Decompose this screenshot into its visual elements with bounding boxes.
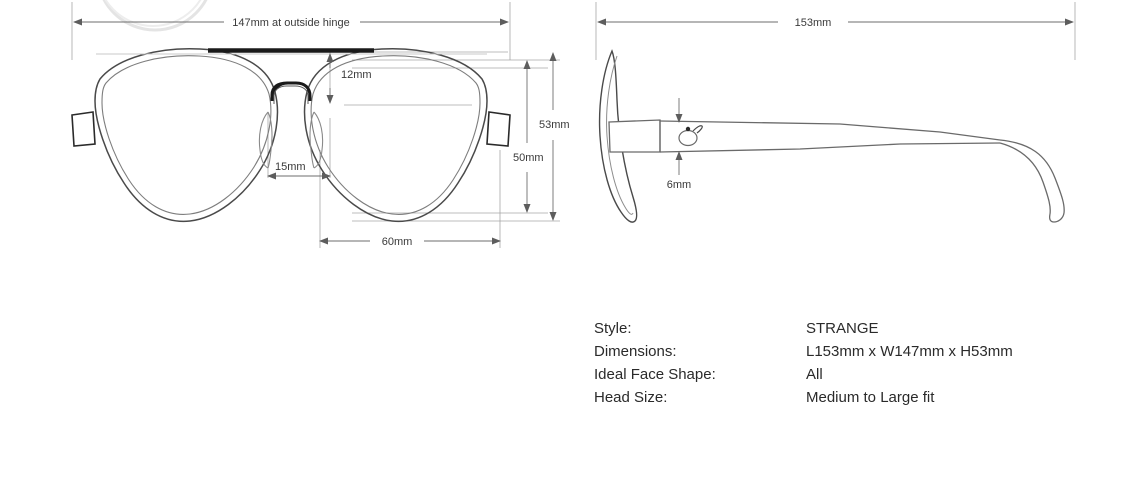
dim-temple-thickness: 6mm xyxy=(667,98,691,191)
side-view-group: 153mm 6mm xyxy=(595,2,1076,223)
front-extension-lines xyxy=(71,2,560,248)
dim-label-overall-width: 147mm at outside hinge xyxy=(232,17,349,29)
spec-value-dimensions: L153mm x W147mm x H53mm xyxy=(806,343,1013,360)
front-view-group: 147mm at outside hinge xyxy=(71,2,570,248)
dim-lens-height: 50mm xyxy=(513,60,544,213)
temple-arm xyxy=(659,120,1065,223)
nose-pad-right xyxy=(309,111,324,169)
side-lens-edge xyxy=(598,49,638,223)
dim-label-lens-height: 50mm xyxy=(513,152,544,164)
specifications-table: Style: STRANGE Dimensions: L153mm x W147… xyxy=(594,318,1013,408)
bridge-bar xyxy=(270,81,312,101)
spec-label-head-size: Head Size: xyxy=(594,389,668,406)
brow-bar xyxy=(96,48,487,55)
spec-label-style: Style: xyxy=(594,320,632,337)
left-hinge-tab xyxy=(71,111,96,147)
dim-lens-width: 60mm xyxy=(319,236,501,248)
left-lens-rim xyxy=(94,48,279,223)
right-hinge-tab xyxy=(486,111,511,147)
side-extension-lines xyxy=(595,2,1076,60)
dim-overall-width: 147mm at outside hinge xyxy=(73,17,509,29)
dim-label-brow-to-bridge: 12mm xyxy=(341,69,372,81)
dim-temple-length: 153mm xyxy=(597,17,1074,29)
right-lens-rim xyxy=(303,48,488,223)
spec-value-head-size: Medium to Large fit xyxy=(806,389,935,406)
dim-bridge-width: 15mm xyxy=(267,161,331,180)
ghost-arc-decoration xyxy=(102,0,208,32)
dim-label-bridge-width: 15mm xyxy=(275,161,306,173)
dim-brow-to-bridge: 12mm xyxy=(326,53,372,104)
bridge-inner-line xyxy=(273,85,309,104)
spec-label-dimensions: Dimensions: xyxy=(594,343,677,360)
dim-label-temple-thickness: 6mm xyxy=(667,179,691,191)
spec-value-style: STRANGE xyxy=(806,320,879,337)
dim-overall-height: 53mm xyxy=(539,52,570,221)
temple-rivet-detail xyxy=(678,125,703,147)
side-hinge-block xyxy=(608,119,661,153)
dim-label-lens-width: 60mm xyxy=(382,236,413,248)
nose-pad-left xyxy=(258,111,273,169)
spec-value-ideal-face-shape: All xyxy=(806,366,823,383)
dim-label-temple-length: 153mm xyxy=(795,17,832,29)
dim-label-overall-height: 53mm xyxy=(539,119,570,131)
spec-label-ideal-face-shape: Ideal Face Shape: xyxy=(594,366,716,383)
